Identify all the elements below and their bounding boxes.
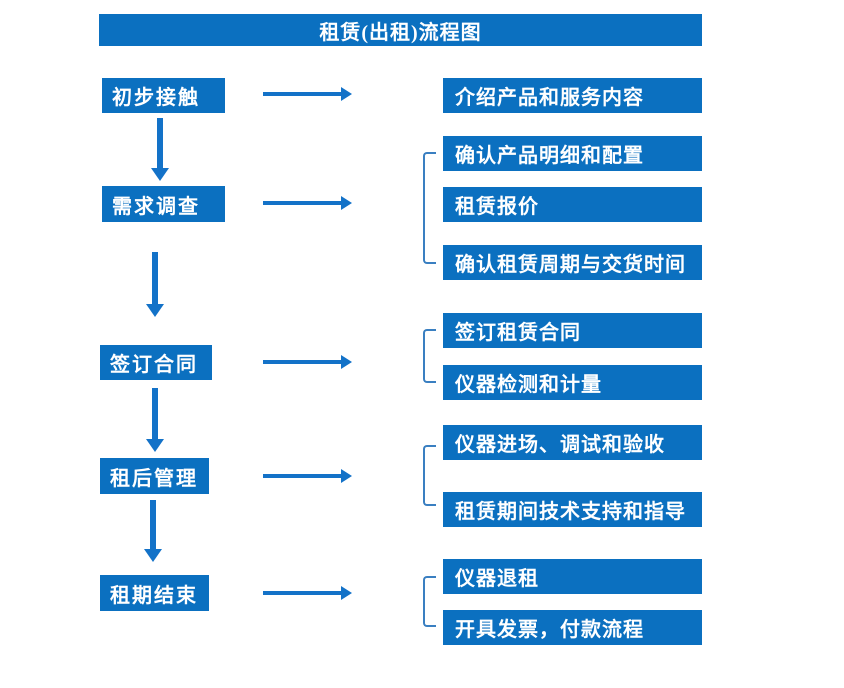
right-arrow-icon-3 (263, 355, 352, 369)
step-box-sign-contract: 签订合同 (100, 345, 212, 380)
output-box-confirm-period: 确认租赁周期与交货时间 (443, 245, 702, 280)
step-box-demand-survey: 需求调查 (102, 186, 225, 222)
group-bracket-3 (423, 329, 436, 383)
output-label: 仪器退租 (455, 568, 539, 590)
down-arrow-icon-1 (151, 118, 169, 181)
output-label: 租赁期间技术支持和指导 (455, 501, 686, 523)
output-box-invoice-payment: 开具发票，付款流程 (443, 610, 702, 645)
right-arrow-icon-1 (263, 87, 352, 101)
output-box-sign-lease: 签订租赁合同 (443, 313, 702, 348)
right-arrow-icon-4 (263, 469, 352, 483)
step-box-post-rent-management: 租后管理 (100, 458, 209, 494)
right-arrow-icon-2 (263, 196, 352, 210)
output-box-instrument-return: 仪器退租 (443, 559, 702, 594)
output-box-confirm-details: 确认产品明细和配置 (443, 136, 702, 171)
output-box-instrument-calibration: 仪器检测和计量 (443, 365, 702, 400)
group-bracket-4 (423, 445, 436, 506)
group-bracket-5 (423, 576, 436, 627)
output-label: 介绍产品和服务内容 (455, 87, 644, 109)
step-label: 初步接触 (112, 87, 200, 109)
output-label: 确认租赁周期与交货时间 (455, 254, 686, 276)
right-arrow-icon-5 (263, 586, 352, 600)
page-title: 租赁(出租)流程图 (319, 21, 482, 44)
output-box-tech-support: 租赁期间技术支持和指导 (443, 492, 702, 527)
output-label: 确认产品明细和配置 (455, 145, 644, 167)
group-bracket-2 (423, 152, 436, 264)
output-label: 仪器进场、调试和验收 (455, 434, 665, 456)
down-arrow-icon-2 (146, 252, 164, 317)
step-label: 租后管理 (110, 467, 198, 490)
output-label: 仪器检测和计量 (455, 374, 602, 396)
down-arrow-icon-3 (146, 388, 164, 452)
step-box-initial-contact: 初步接触 (102, 78, 225, 113)
output-label: 租赁报价 (455, 196, 539, 218)
down-arrow-icon-4 (144, 500, 162, 562)
step-label: 签订合同 (110, 354, 198, 376)
output-label: 签订租赁合同 (455, 322, 581, 344)
output-box-instrument-setup: 仪器进场、调试和验收 (443, 425, 702, 460)
step-label: 租期结束 (110, 584, 198, 607)
title-banner: 租赁(出租)流程图 (99, 14, 702, 46)
step-label: 需求调查 (112, 195, 200, 218)
output-box-intro-products: 介绍产品和服务内容 (443, 78, 702, 113)
step-box-lease-end: 租期结束 (100, 575, 209, 611)
output-box-rental-quote: 租赁报价 (443, 187, 702, 222)
output-label: 开具发票，付款流程 (455, 619, 644, 641)
